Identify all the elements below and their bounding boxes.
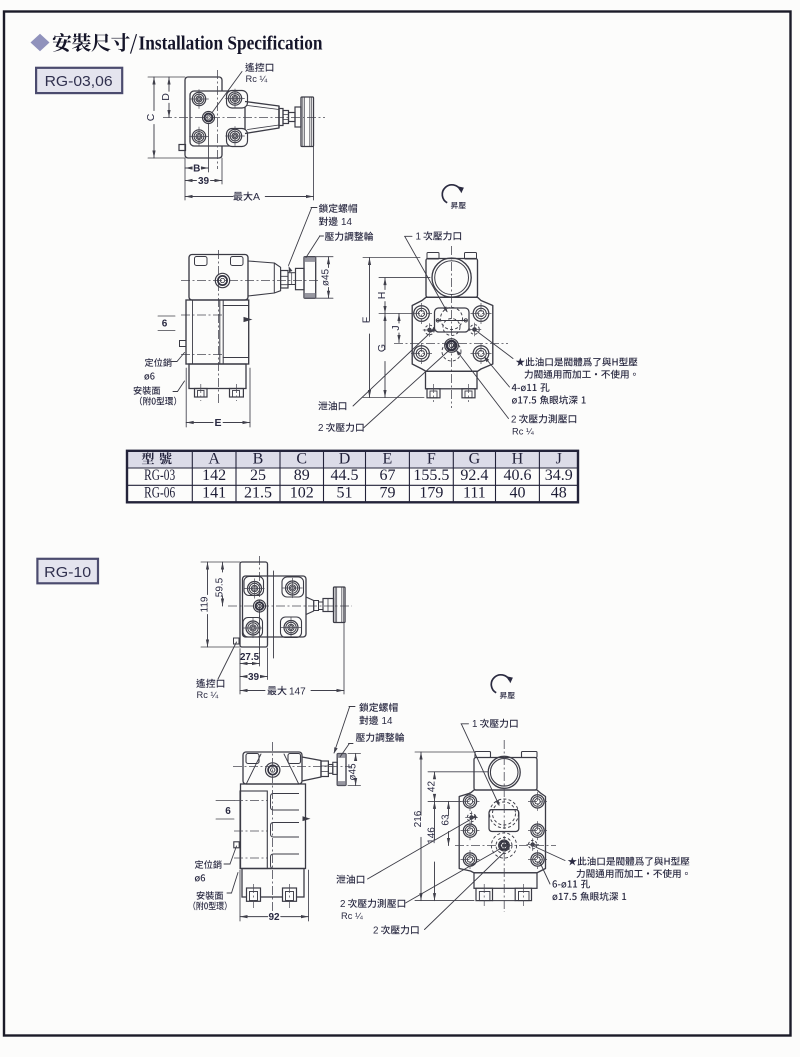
svg-text:21.5: 21.5 [244, 484, 272, 501]
svg-text:146: 146 [427, 827, 438, 844]
svg-text:F: F [361, 317, 373, 323]
svg-text:H: H [512, 450, 524, 467]
svg-text:C: C [145, 113, 157, 121]
svg-text:79: 79 [379, 484, 395, 501]
svg-text:D: D [339, 450, 351, 467]
svg-text:E: E [383, 450, 393, 467]
svg-text:119: 119 [200, 596, 211, 612]
svg-text:B: B [193, 163, 200, 174]
svg-text:RG-03: RG-03 [144, 467, 175, 484]
svg-text:216: 216 [413, 810, 424, 827]
svg-text:141: 141 [202, 484, 226, 501]
svg-text:102: 102 [290, 484, 314, 501]
svg-text:39: 39 [248, 672, 260, 683]
svg-text:42: 42 [427, 781, 438, 793]
svg-text:D: D [160, 93, 172, 101]
svg-text:40: 40 [509, 484, 525, 501]
svg-text:92.4: 92.4 [460, 467, 488, 484]
svg-text:92: 92 [268, 912, 280, 923]
svg-text:RG-06: RG-06 [144, 484, 175, 501]
svg-text:111: 111 [463, 484, 486, 501]
svg-text:A: A [208, 450, 220, 467]
svg-text:89: 89 [294, 467, 310, 484]
svg-text:J: J [556, 450, 562, 467]
svg-text:147: 147 [289, 686, 306, 697]
svg-text:67: 67 [379, 467, 395, 484]
svg-text:44.5: 44.5 [331, 467, 359, 484]
svg-text:E: E [214, 417, 221, 429]
svg-text:40.6: 40.6 [503, 467, 531, 484]
svg-text:6: 6 [225, 806, 231, 817]
svg-text:142: 142 [202, 467, 226, 484]
svg-text:51: 51 [337, 484, 353, 501]
svg-text:RG-03,06: RG-03,06 [45, 74, 113, 90]
svg-text:RG-10: RG-10 [44, 565, 91, 581]
svg-text:48: 48 [551, 484, 567, 501]
svg-text:25: 25 [250, 467, 266, 484]
svg-text:179: 179 [419, 484, 443, 501]
svg-text:B: B [253, 450, 264, 467]
svg-text:6: 6 [162, 319, 168, 330]
svg-text:J: J [390, 325, 402, 330]
svg-text:A: A [253, 191, 260, 203]
svg-text:27.5: 27.5 [240, 652, 260, 663]
svg-text:59.5: 59.5 [215, 577, 226, 597]
svg-text:63: 63 [441, 814, 452, 826]
svg-text:C: C [296, 450, 307, 467]
svg-text:155.5: 155.5 [413, 467, 449, 484]
svg-text:G: G [376, 344, 388, 352]
svg-text:G: G [469, 450, 481, 467]
svg-text:Installation Specification: Installation Specification [139, 32, 323, 54]
svg-text:34.9: 34.9 [545, 467, 573, 484]
svg-text:F: F [427, 450, 436, 467]
svg-text:H: H [376, 292, 388, 300]
svg-text:ø45: ø45 [348, 763, 359, 781]
svg-text:39: 39 [198, 176, 210, 187]
svg-text:ø45: ø45 [321, 268, 332, 286]
